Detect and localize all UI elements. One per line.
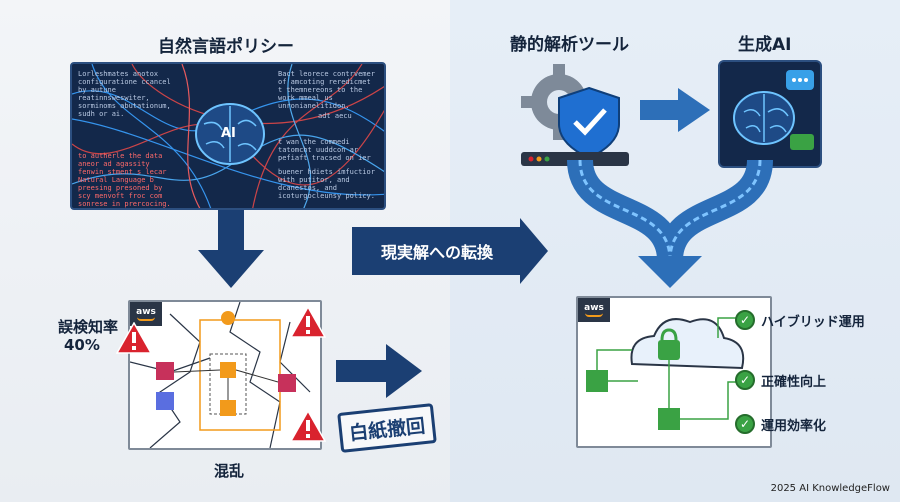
policy-text-block: t wan the commedi tatomcht uuddcon ar pe… — [278, 138, 371, 162]
right-arrow-icon — [640, 88, 710, 132]
broken-architecture-graphic — [130, 302, 311, 448]
natural-language-policy-title: 自然言語ポリシー — [158, 37, 294, 57]
policy-text-block: Lorleshmates anotox configuratione ccanc… — [78, 70, 171, 118]
right-arrow-icon — [336, 344, 422, 398]
copyright-footer: 2025 AI KnowledgeFlow — [770, 483, 890, 494]
brain-label: AI — [221, 126, 236, 141]
genai-panel — [718, 60, 822, 168]
policy-document-panel: Lorleshmates anotox configuratione ccanc… — [70, 62, 386, 210]
aws-logo: aws — [578, 298, 610, 322]
hybrid-architecture-graphic — [586, 317, 745, 430]
tangled-lines-graphic — [72, 64, 384, 208]
policy-text-block: buener hdiets imfuctior with putitor, an… — [278, 168, 375, 200]
brain-icon — [195, 103, 265, 165]
policy-text-block: Natural Language b preesing presoned by … — [78, 176, 171, 208]
static-analysis-tool-title: 静的解析ツール — [510, 35, 629, 55]
down-arrow-icon — [198, 210, 264, 288]
benefit-hybrid-operation: ✓ ハイブリッド運用 — [735, 309, 865, 331]
gear-shield-icon — [521, 64, 629, 166]
false-positive-rate-label: 誤検知率 — [58, 318, 119, 336]
genai-title: 生成AI — [738, 35, 792, 55]
check-icon: ✓ — [735, 370, 755, 390]
check-icon: ✓ — [735, 414, 755, 434]
warning-icon — [290, 410, 326, 442]
ai-brain-icon — [733, 70, 814, 150]
policy-text-block: adt aecu — [318, 112, 352, 120]
policy-text-block: Bact leorece contrvemer of amcoting rere… — [278, 70, 375, 110]
merge-flow-graphic — [567, 160, 773, 288]
confusion-caption: 混乱 — [214, 462, 245, 480]
transform-arrowhead-icon — [520, 218, 548, 284]
transform-label: 現実解への転換 — [380, 243, 493, 262]
policy-text-block: to autherle the data aneor ad agassity f… — [78, 152, 167, 176]
warning-icon — [290, 306, 326, 338]
transform-arrow: 現実解への転換 — [352, 227, 522, 275]
false-positive-rate-value: 40% — [64, 336, 100, 354]
warning-icon — [116, 322, 152, 354]
left-aws-architecture-box: aws — [128, 300, 322, 450]
aws-logo: aws — [130, 302, 162, 326]
check-icon: ✓ — [735, 310, 755, 330]
benefit-efficiency: ✓ 運用効率化 — [735, 413, 826, 435]
benefit-accuracy: ✓ 正確性向上 — [735, 369, 826, 391]
